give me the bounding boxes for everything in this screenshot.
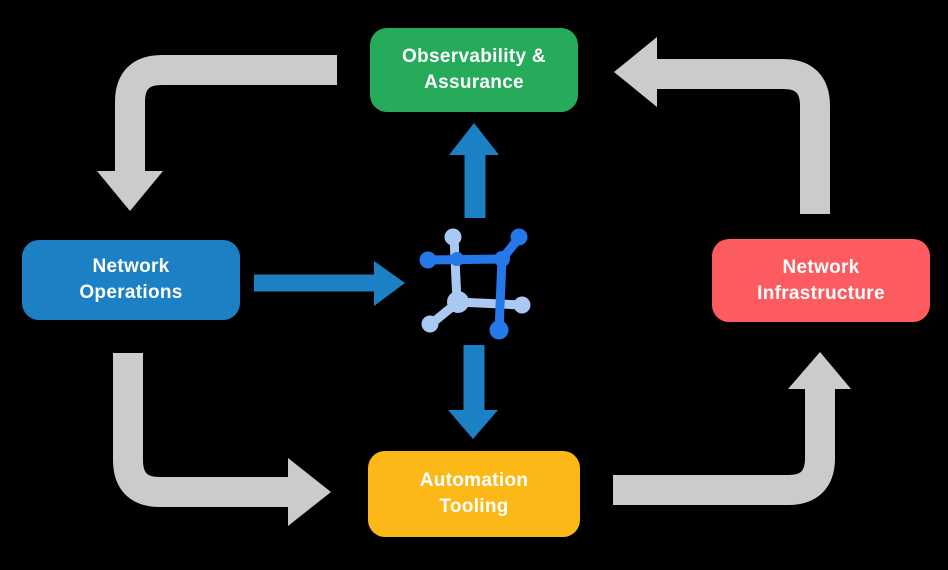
icon-junction-tr <box>494 251 510 267</box>
arrow-infrastructure-to-observability <box>614 37 830 214</box>
node-label: Automation Tooling <box>419 470 529 517</box>
node-observability-assurance: Observability & Assurance <box>370 28 578 112</box>
arrow-operations-to-icon <box>254 261 405 306</box>
icon-node-top-right <box>510 228 528 246</box>
arrow-automation-to-infrastructure <box>613 352 851 505</box>
arrow-head-up <box>788 352 851 389</box>
icon-node-left <box>419 251 437 269</box>
arrow-head-down <box>97 171 163 211</box>
icon-line-top <box>423 254 507 265</box>
icon-node-bottom-left <box>421 315 439 333</box>
arrow-shaft <box>115 55 337 172</box>
arrow-observability-to-operations <box>97 55 337 211</box>
arrow-head-down <box>448 410 498 439</box>
icon-node-right <box>513 296 531 314</box>
node-label: Network Infrastructure <box>757 256 885 304</box>
icon-dark-parts <box>419 228 528 340</box>
icon-node-bottom <box>489 320 509 340</box>
arrow-head-up <box>449 123 499 155</box>
arrow-shaft <box>613 389 835 505</box>
arrow-head-left <box>614 37 657 107</box>
arrow-head-right <box>288 458 331 526</box>
arrow-shaft <box>113 353 288 507</box>
icon-junction-tl <box>450 252 464 266</box>
icon-light-parts <box>421 228 531 333</box>
icon-junction-bl <box>447 291 469 313</box>
arrow-shaft <box>657 59 830 214</box>
node-automation-tooling: Automation Tooling <box>368 451 580 537</box>
arrow-icon-to-observability <box>449 123 499 218</box>
node-network-operations: Network Operations <box>22 240 240 320</box>
arrow-head-right <box>374 261 405 306</box>
node-label: Observability & Assurance <box>402 46 546 93</box>
node-network-infrastructure: Network Infrastructure <box>712 239 930 322</box>
arrow-icon-to-automation <box>448 345 498 439</box>
icon-node-top-left <box>444 228 462 246</box>
arrow-operations-to-automation <box>113 353 331 526</box>
network-automation-icon <box>419 228 531 340</box>
node-label: Network Operations <box>79 256 183 303</box>
icon-line-right <box>494 254 507 335</box>
